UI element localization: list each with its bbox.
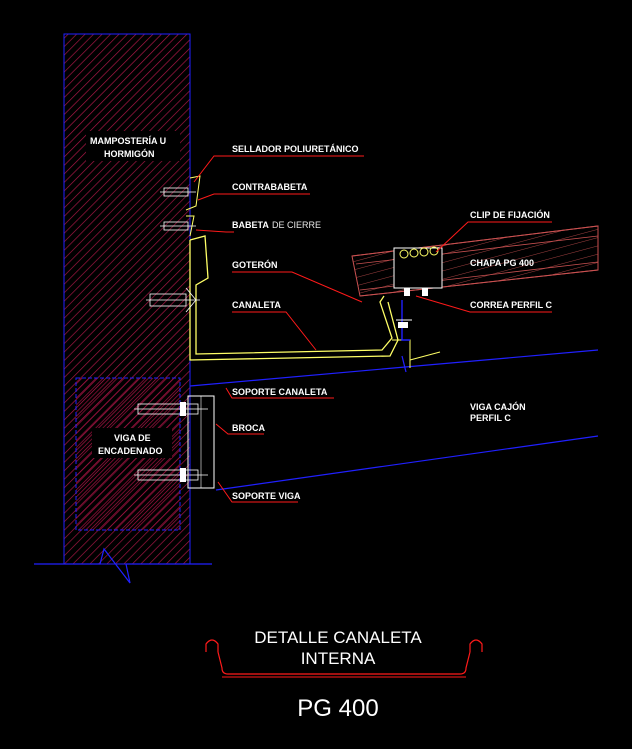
ground-break-line [34,547,212,584]
masonry-label-bg [86,131,180,161]
box-beam [189,349,599,491]
label-closure-flashing-a: BABETA [232,220,269,230]
label-box-beam-line2: PERFIL C [470,413,511,423]
label-drip-edge: GOTERÓN [232,259,278,270]
label-gutter-support: SOPORTE CANALETA [232,387,328,397]
label-sealant: SELLADOR POLIURETÁNICO [232,144,359,154]
label-box-beam-line1: VIGA CAJÓN [470,401,526,412]
beam-support-bracket [134,395,215,489]
label-anchor: BROCA [232,423,265,433]
leader-lines [193,155,552,503]
label-gutter: CANALETA [232,300,281,310]
label-sheet: CHAPA PG 400 [470,258,534,268]
wall-anchors [146,187,200,313]
bond-beam-label-bg [92,428,172,458]
label-masonry-line2: HORMIGÓN [104,148,155,159]
label-closure-flashing-b: DE CIERRE [272,220,321,230]
title-line2: INTERNA [301,649,376,668]
label-masonry-line1: MAMPOSTERÍA U [90,136,166,146]
label-purlin: CORREA PERFIL C [470,300,553,310]
label-beam-support: SOPORTE VIGA [232,491,301,501]
label-bond-beam-line1: VIGA DE [114,433,151,443]
purlin-c [396,300,412,341]
label-bond-beam-line2: ENCADENADO [98,446,163,456]
label-fixing-clip: CLIP DE FIJACIÓN [470,209,550,220]
flashing [185,175,201,237]
title-line1: DETALLE CANALETA [254,628,422,647]
label-counterflashing: CONTRABABETA [232,182,308,192]
title-model: PG 400 [297,695,378,722]
sheet-profile-icon [205,639,483,675]
fixing-clip [393,246,443,296]
